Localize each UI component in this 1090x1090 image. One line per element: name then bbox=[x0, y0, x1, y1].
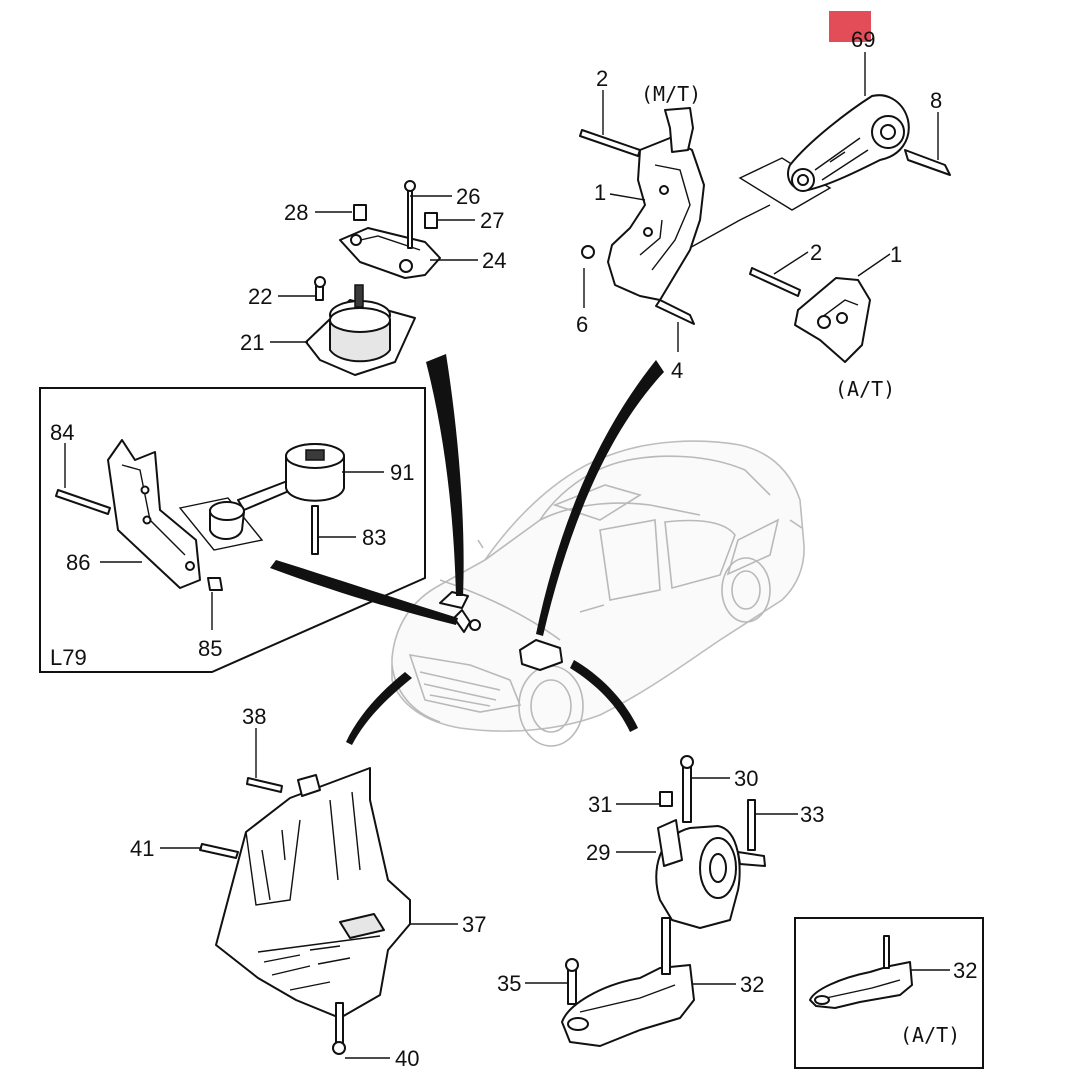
callout-21: 21 bbox=[240, 330, 264, 355]
callout-28: 28 bbox=[284, 200, 308, 225]
part-1-mt-bracket bbox=[579, 107, 705, 325]
callout-32: 32 bbox=[740, 972, 764, 997]
part-32-bracket bbox=[561, 917, 695, 1047]
callout-1-right: 1 bbox=[890, 242, 902, 267]
car-outline bbox=[391, 440, 805, 747]
callout-85: 85 bbox=[198, 636, 222, 661]
callout-30: 30 bbox=[734, 766, 758, 791]
callout-91: 91 bbox=[390, 460, 414, 485]
callout-2-right: 2 bbox=[810, 240, 822, 265]
callout-37: 37 bbox=[462, 912, 486, 937]
callout-4: 4 bbox=[671, 358, 683, 383]
callout-31: 31 bbox=[588, 792, 612, 817]
inset-l79-label: L79 bbox=[50, 645, 87, 670]
callout-26: 26 bbox=[456, 184, 480, 209]
part-69-torque-strut bbox=[676, 94, 951, 256]
callout-24: 24 bbox=[482, 248, 506, 273]
part-24-mount-bracket bbox=[339, 180, 441, 279]
inset-l79 bbox=[39, 387, 426, 673]
callout-1-left: 1 bbox=[594, 180, 606, 205]
leader-lines bbox=[64, 52, 950, 1059]
callout-38: 38 bbox=[242, 704, 266, 729]
pointer-arrows bbox=[270, 354, 664, 745]
at-label-top: (A/T) bbox=[835, 377, 895, 401]
callout-27: 27 bbox=[480, 208, 504, 233]
mt-label: (M/T) bbox=[641, 82, 701, 106]
callout-86: 86 bbox=[66, 550, 90, 575]
callout-8: 8 bbox=[930, 88, 942, 113]
callout-83: 83 bbox=[362, 525, 386, 550]
part-1-at-bracket bbox=[749, 267, 871, 363]
callout-6: 6 bbox=[576, 312, 588, 337]
part-91-mount bbox=[178, 443, 345, 551]
callout-32-inset: 32 bbox=[953, 958, 977, 983]
part-86-bracket bbox=[107, 439, 201, 589]
callout-69: 69 bbox=[851, 27, 875, 52]
part-21-engine-mount bbox=[305, 276, 416, 376]
callout-40: 40 bbox=[395, 1046, 419, 1071]
callout-2-top: 2 bbox=[596, 66, 608, 91]
part-29-trans-mount bbox=[655, 755, 766, 929]
callout-41: 41 bbox=[130, 836, 154, 861]
callout-35: 35 bbox=[497, 971, 521, 996]
callout-29: 29 bbox=[586, 840, 610, 865]
highlight-marker bbox=[829, 11, 871, 42]
callout-22: 22 bbox=[248, 284, 272, 309]
callout-labels: 69 2 (M/T) 8 1 2 1 6 4 (A/T) 26 28 27 24… bbox=[50, 27, 977, 1071]
callout-33: 33 bbox=[800, 802, 824, 827]
part-37-splash-shield bbox=[199, 767, 411, 1055]
at-label-inset: (A/T) bbox=[900, 1023, 960, 1047]
callout-84: 84 bbox=[50, 420, 74, 445]
inset-at bbox=[794, 917, 984, 1069]
